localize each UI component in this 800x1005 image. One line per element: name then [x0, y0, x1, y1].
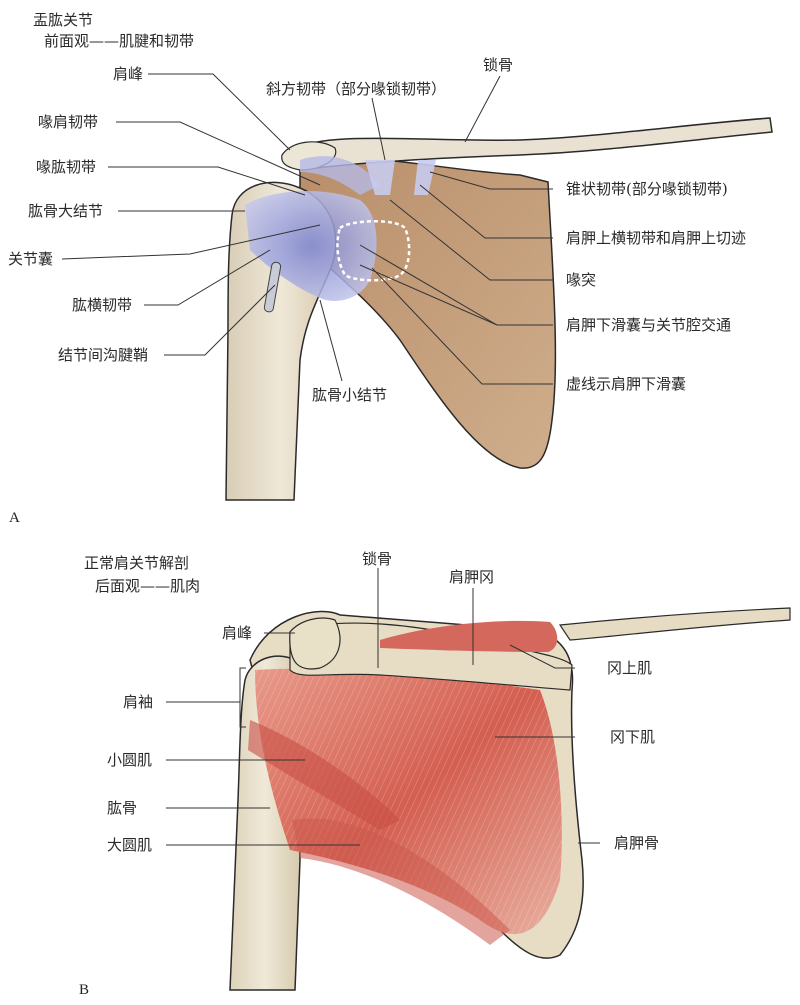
clavicle-anterior: [288, 117, 773, 171]
label-infraspinatus: 冈下肌: [610, 728, 656, 746]
leader-lines-b: [166, 568, 600, 846]
subscapular-bursa-outline: [336, 220, 411, 282]
leader-lines-a: [61, 73, 553, 385]
label-humerus: 肱骨: [107, 799, 138, 817]
label-rotator-cuff: 肩袖: [123, 693, 154, 711]
label-subscapular-bursa-communication: 肩胛下滑囊与关节腔交通: [566, 316, 732, 334]
panel-b-title-line1: 正常肩关节解剖: [84, 554, 190, 572]
label-superior-transverse-scapular-ligament: 肩胛上横韧带和肩胛上切迹: [566, 229, 747, 247]
clavicle-posterior: [558, 607, 791, 641]
label-acromion-a: 肩峰: [113, 65, 144, 83]
anterior-shoulder-illustration: [61, 73, 773, 501]
acromion-posterior: [289, 617, 341, 670]
label-dashed-subscapular-bursa: 虚线示肩胛下滑囊: [566, 375, 687, 393]
label-coracoacromial-ligament: 喙肩韧带: [38, 113, 99, 131]
label-acromion-b: 肩峰: [222, 624, 253, 642]
label-intertubercular-sheath: 结节间沟腱鞘: [58, 346, 149, 364]
panel-a-anterior-view: 盂肱关节 前面观——肌腱和韧带 肩峰 喙肩韧带 喙肱韧带 肱骨大结节 关节囊 肱…: [8, 11, 773, 526]
teres-major-muscle: [292, 818, 510, 945]
label-clavicle-a: 锁骨: [483, 56, 514, 74]
panel-a-letter: A: [9, 510, 20, 526]
label-joint-capsule: 关节囊: [8, 250, 54, 268]
scapular-spine: [289, 622, 573, 691]
panel-b-title-line2: 后面观——肌肉: [95, 577, 201, 595]
label-teres-minor: 小圆肌: [107, 751, 153, 769]
panel-b-letter: B: [79, 982, 90, 998]
label-coracoid-process: 喙突: [566, 271, 597, 289]
posterior-shoulder-illustration: [166, 568, 791, 991]
teres-minor-muscle: [248, 720, 400, 830]
label-trapezoid-ligament: 斜方韧带（部分喙锁韧带）: [266, 80, 447, 98]
label-supraspinatus: 冈上肌: [607, 659, 653, 677]
trapezoid-ligament-shape: [365, 160, 395, 195]
supraspinatus-muscle: [380, 620, 558, 652]
panel-b-posterior-view: 正常肩关节解剖 后面观——肌肉 锁骨 肩胛冈 肩峰 冈上肌 肩袖 冈下肌 小圆肌…: [0, 530, 800, 1005]
panel-a-title-line1: 盂肱关节: [33, 11, 94, 29]
label-transverse-humeral-ligament: 肱横韧带: [72, 296, 133, 314]
label-greater-tubercle: 肱骨大结节: [28, 202, 104, 220]
label-clavicle-b: 锁骨: [362, 550, 393, 568]
label-lesser-tubercle: 肱骨小结节: [312, 386, 388, 404]
rotator-cuff-bracket: [239, 667, 246, 728]
label-conoid-ligament: 锥状韧带(部分喙锁韧带): [566, 180, 728, 198]
label-scapular-spine: 肩胛冈: [449, 568, 495, 586]
label-teres-major: 大圆肌: [107, 836, 153, 854]
conoid-ligament-shape: [414, 160, 436, 195]
label-coracohumeral-ligament: 喙肱韧带: [36, 158, 97, 176]
panel-a-title-line2: 前面观——肌腱和韧带: [44, 32, 195, 50]
coracoacromial-ligament-shape: [300, 156, 380, 195]
label-scapula: 肩胛骨: [614, 834, 660, 852]
